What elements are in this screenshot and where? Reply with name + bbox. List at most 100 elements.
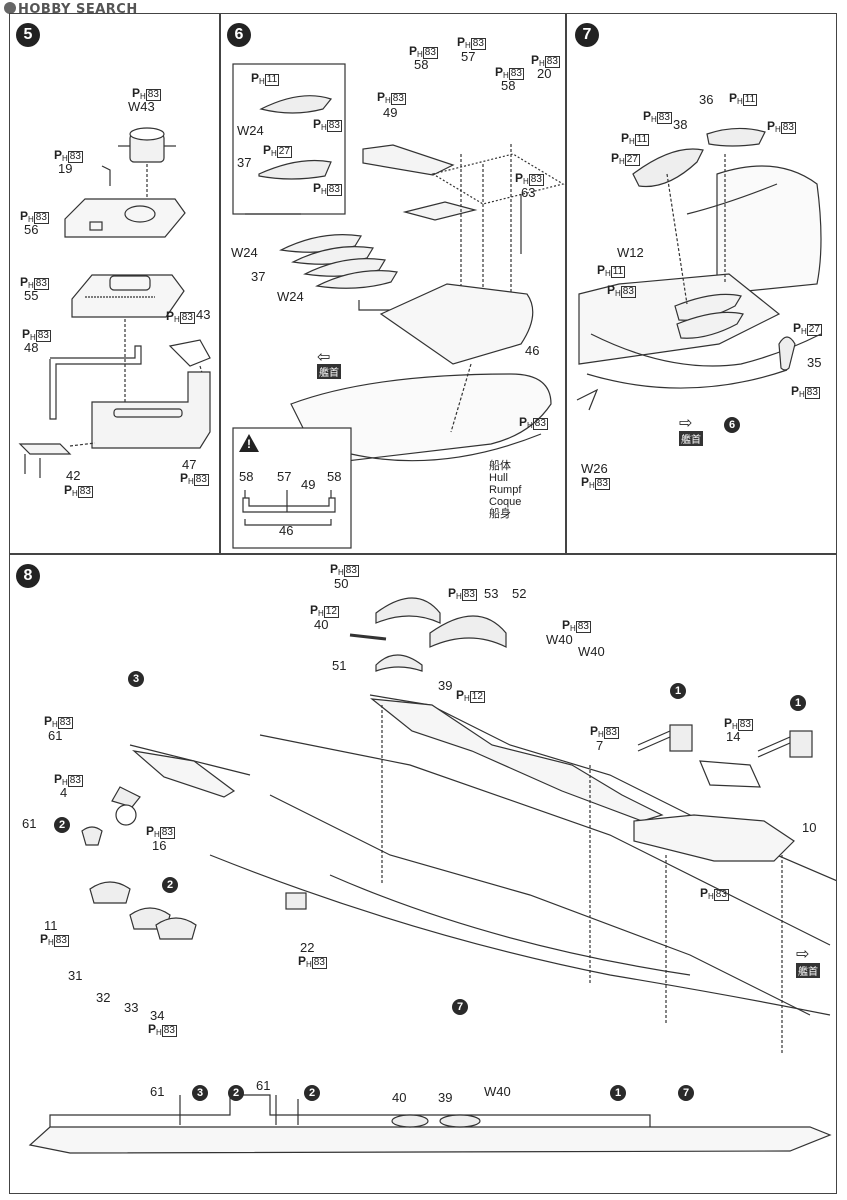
ph-number: 83 xyxy=(390,93,406,105)
ph-h: H xyxy=(619,157,625,166)
hull-word: 船身 xyxy=(489,508,511,520)
ph-p: P xyxy=(519,415,528,429)
callout-2: 2 xyxy=(228,1085,244,1101)
caution-icon xyxy=(239,434,259,452)
ph-number: 83 xyxy=(603,727,619,739)
callout-2: 2 xyxy=(162,877,178,893)
profile-label: W40 xyxy=(484,1084,511,1099)
part-label: 49 xyxy=(383,105,398,120)
profile-label: 61 xyxy=(256,1078,271,1093)
hull-word: Coque xyxy=(489,496,522,508)
part-label: 39 xyxy=(438,678,453,693)
part-label: 11 xyxy=(44,918,58,933)
ph-number: 83 xyxy=(470,38,486,50)
ph-p: P xyxy=(377,90,386,104)
ph-p: P xyxy=(791,384,800,398)
ph-p: P xyxy=(313,181,322,195)
step-number: 7 xyxy=(575,23,599,47)
part-label: 19 xyxy=(58,161,73,176)
part-label: W43 xyxy=(128,99,155,114)
part-label: 53 xyxy=(484,586,499,601)
part-label: 58 xyxy=(414,57,429,72)
ph-h: H xyxy=(338,568,344,577)
bow-label: 艦首 xyxy=(796,963,820,978)
ph-p: P xyxy=(611,151,620,165)
part-label: 58 xyxy=(327,469,342,484)
ph-number: 83 xyxy=(67,151,83,163)
part-label: 4 xyxy=(60,785,68,800)
part-label: 42 xyxy=(66,468,81,483)
hull-word: Hull xyxy=(489,472,508,484)
ph-p: P xyxy=(330,562,339,576)
part-label: 57 xyxy=(461,49,476,64)
ph-p: P xyxy=(64,483,73,497)
step-number: 5 xyxy=(16,23,40,47)
part-label: W24 xyxy=(231,245,258,260)
ph-h: H xyxy=(651,115,657,124)
part-label: 37 xyxy=(251,269,266,284)
ph-number: 83 xyxy=(528,174,544,186)
part-label: 47 xyxy=(182,457,197,472)
step-8-drawing xyxy=(28,597,836,1154)
ph-h: H xyxy=(629,137,635,146)
ph-number: 83 xyxy=(343,565,359,577)
hull-word: Rumpf xyxy=(489,484,522,496)
part-label: 22 xyxy=(300,940,315,955)
ph-number: 83 xyxy=(311,957,327,969)
ph-h: H xyxy=(154,830,160,839)
ph-number: 83 xyxy=(33,212,49,224)
part-label: 58 xyxy=(239,469,254,484)
bow-arrow-icon: ⇨ xyxy=(796,946,810,963)
part-label: 48 xyxy=(24,340,39,355)
ph-h: H xyxy=(801,327,807,336)
ph-h: H xyxy=(72,489,78,498)
part-label: 16 xyxy=(152,838,167,853)
part-label: 52 xyxy=(512,586,527,601)
ph-h: H xyxy=(321,123,327,132)
ph-p: P xyxy=(607,283,616,297)
ph-number: 83 xyxy=(35,330,51,342)
ph-h: H xyxy=(156,1028,162,1037)
ph-h: H xyxy=(737,97,743,106)
ph-number: 83 xyxy=(67,775,83,787)
ph-h: H xyxy=(465,41,471,50)
ph-number: 27 xyxy=(806,324,822,336)
step-7-drawing xyxy=(576,127,822,411)
ph-h: H xyxy=(28,281,34,290)
ph-p: P xyxy=(590,724,599,738)
ph-number: 83 xyxy=(179,312,195,324)
ph-p: P xyxy=(20,209,29,223)
ph-p: P xyxy=(409,44,418,58)
ph-h: H xyxy=(318,609,324,618)
callout-2: 2 xyxy=(304,1085,320,1101)
ph-h: H xyxy=(589,481,595,490)
profile-label: 39 xyxy=(438,1090,453,1105)
ph-h: H xyxy=(417,50,423,59)
profile-label: 40 xyxy=(392,1090,407,1105)
ph-h: H xyxy=(188,477,194,486)
callout-7: 7 xyxy=(452,999,468,1015)
ph-number: 83 xyxy=(575,621,591,633)
ph-h: H xyxy=(62,778,68,787)
ph-number: 12 xyxy=(323,606,339,618)
part-label: 32 xyxy=(96,990,111,1005)
